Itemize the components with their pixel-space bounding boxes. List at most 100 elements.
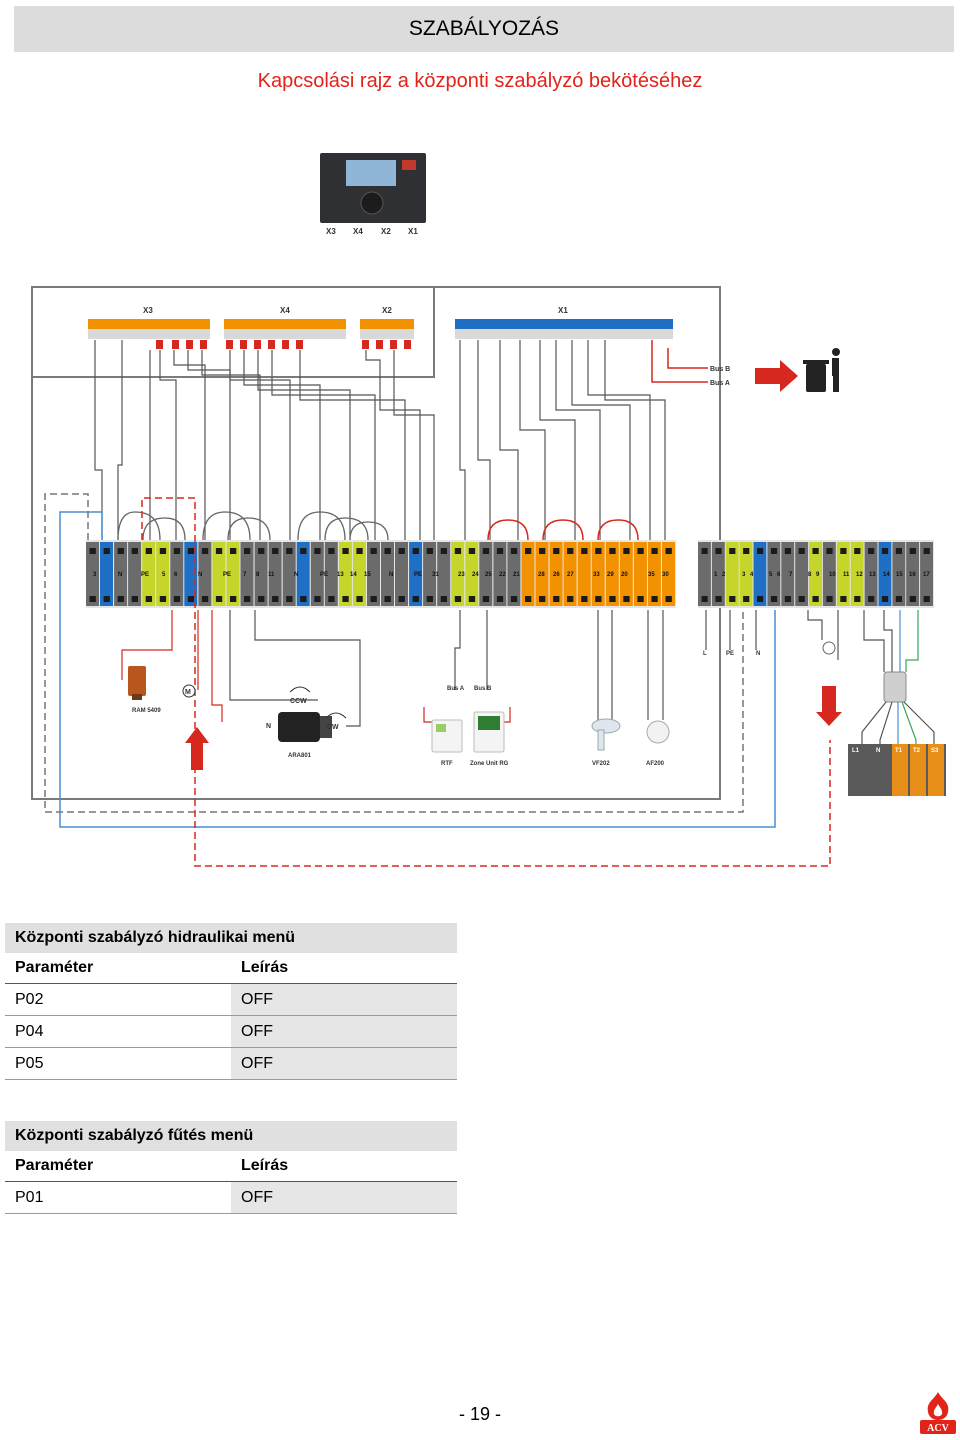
- right-terminal-label: 4: [750, 572, 754, 578]
- terminal-screw: [370, 596, 377, 602]
- terminal-label: 6: [174, 572, 178, 578]
- table-title: Központi szabályzó fűtés menü: [5, 1121, 457, 1151]
- param-cell: P05: [15, 1055, 44, 1072]
- table-header: Paraméter Leírás: [5, 1151, 457, 1182]
- terminal-screw: [623, 596, 630, 602]
- terminal-module: [423, 542, 437, 606]
- right-terminal-label: 3: [742, 572, 746, 578]
- right-terminal-label: 15: [896, 572, 903, 578]
- terminal-module: [739, 542, 753, 606]
- terminal-module: [781, 542, 795, 606]
- terminal-label: 7: [243, 572, 247, 578]
- terminal-module: [563, 542, 577, 606]
- terminal-module: [226, 542, 240, 606]
- terminal-label: PE: [414, 572, 422, 578]
- terminal-module: [753, 542, 767, 606]
- terminal-module: [591, 542, 605, 606]
- terminal-module: [850, 542, 864, 606]
- terminal-module: [920, 542, 933, 606]
- terminal-screw: [187, 596, 195, 602]
- terminal-screw: [412, 596, 419, 602]
- terminal-label: 11: [268, 572, 275, 578]
- column-header-description: Leírás: [241, 959, 289, 976]
- supply-label: L1: [852, 748, 860, 754]
- rtf-label: RTF: [441, 761, 453, 767]
- terminal-module: [100, 542, 113, 606]
- terminal-screw: [826, 548, 833, 554]
- terminal-screw: [201, 596, 209, 602]
- terminal-module: [128, 542, 142, 606]
- ccw-arrow-icon: [289, 686, 311, 693]
- terminal-module: [521, 542, 535, 606]
- terminal-module: [619, 542, 633, 606]
- terminal-screw: [510, 548, 518, 554]
- terminal-screw: [881, 596, 889, 602]
- terminal-screw: [651, 596, 658, 602]
- terminal-module: [310, 542, 324, 606]
- terminal-label: 22: [499, 572, 506, 578]
- ram-5409-device: [128, 666, 146, 696]
- terminal-screw: [300, 596, 307, 602]
- terminal-block-right: [698, 540, 934, 608]
- terminal-screw: [553, 548, 560, 554]
- terminal-screw: [539, 596, 546, 602]
- terminal-module: [493, 542, 507, 606]
- terminal-screw: [729, 548, 736, 554]
- supply-label: T2: [913, 748, 921, 754]
- terminal-screw: [909, 596, 916, 602]
- terminal-screw: [729, 596, 736, 602]
- terminal-screw: [798, 548, 805, 554]
- terminal-screw: [482, 596, 490, 602]
- terminal-screw: [923, 548, 930, 554]
- diagram-subtitle: Kapcsolási rajz a központi szabályzó bek…: [257, 70, 703, 92]
- terminal-screw: [384, 596, 391, 602]
- terminal-module: [892, 542, 906, 606]
- ara801-label: ARA801: [288, 753, 312, 759]
- terminal-module: [395, 542, 408, 606]
- bus-a-device-label: Bus A: [447, 686, 465, 692]
- terminal-screw: [757, 596, 764, 602]
- terminal-label: 3: [93, 572, 97, 578]
- terminal-screw: [868, 596, 875, 602]
- terminal-screw: [881, 548, 889, 554]
- ccw-label: CCW: [290, 698, 307, 705]
- terminal-screw: [665, 596, 672, 602]
- terminal-screw: [525, 596, 532, 602]
- table-title: Központi szabályzó hidraulikai menü: [5, 923, 457, 953]
- column-header-parameter: Paraméter: [15, 959, 94, 976]
- terminal-screw: [770, 548, 778, 554]
- terminal-screw: [854, 596, 861, 602]
- terminal-screw: [159, 596, 167, 602]
- terminal-label: 15: [364, 572, 371, 578]
- terminal-screw: [314, 596, 321, 602]
- terminal-module: [198, 542, 212, 606]
- terminal-screw: [784, 548, 791, 554]
- terminal-screw: [244, 548, 251, 554]
- terminal-label: 27: [567, 572, 574, 578]
- terminal-screw: [117, 596, 124, 602]
- terminal-module: [809, 542, 822, 606]
- discard-arrow-icon: [755, 360, 798, 392]
- right-terminal-label: 9: [816, 572, 820, 578]
- terminal-screw: [539, 548, 546, 554]
- right-terminal-label: 1: [714, 572, 718, 578]
- terminal-label: N: [118, 572, 122, 578]
- table-row: P04 OFF: [5, 1016, 457, 1048]
- supply-label: T1: [895, 748, 903, 754]
- desc-cell: OFF: [231, 984, 457, 1015]
- terminal-screw: [895, 548, 902, 554]
- ram-label: RAM 5409: [132, 708, 161, 714]
- terminal-screw: [454, 596, 462, 602]
- terminal-screw: [342, 596, 349, 602]
- supply-label: S3: [931, 748, 939, 754]
- terminal-screw: [103, 548, 110, 554]
- terminal-screw: [286, 596, 293, 602]
- terminal-module: [795, 542, 809, 606]
- terminal-module: [268, 542, 282, 606]
- up-arrow-icon: [185, 727, 209, 770]
- param-cell: P02: [15, 991, 44, 1008]
- terminal-screw: [215, 548, 223, 554]
- terminal-screw: [173, 596, 181, 602]
- bus-a-label: Bus A: [710, 380, 730, 387]
- terminal-module: [549, 542, 563, 606]
